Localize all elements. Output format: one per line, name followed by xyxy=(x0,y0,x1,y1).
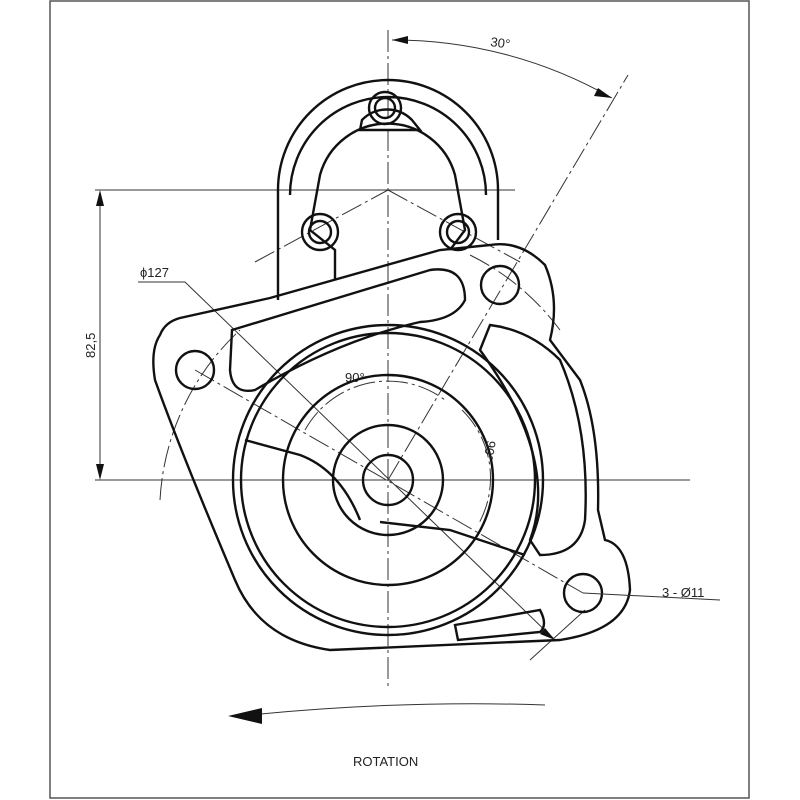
housing-inner-circle xyxy=(239,331,537,629)
holes-label: 3 - Ø11 xyxy=(662,585,704,600)
housing-outer-circle xyxy=(231,323,545,637)
flange-slot-right xyxy=(478,323,587,557)
holes-leader xyxy=(582,592,721,601)
angle-90-label-top: 90° xyxy=(345,370,365,385)
rotation-label: ROTATION xyxy=(353,754,418,769)
drawing-frame xyxy=(49,0,750,799)
flange-slot-lower xyxy=(453,608,546,642)
cut-line-left xyxy=(244,438,362,521)
arrowhead xyxy=(96,464,104,480)
bracket-centerline-left xyxy=(254,189,389,263)
nose-circle xyxy=(281,373,495,587)
angle-90-arc-right xyxy=(461,409,491,526)
bracket-outer xyxy=(276,78,500,300)
bracket-centerline-right xyxy=(387,189,521,263)
shaft-circle xyxy=(361,453,415,507)
bracket-bolts xyxy=(300,90,478,252)
angle-dimension-arc xyxy=(391,39,613,99)
pitch-diameter-label: ϕ127 xyxy=(140,265,169,280)
hub-circle xyxy=(331,423,445,537)
angle-30-label: 30° xyxy=(490,34,512,52)
pitch-diameter-leader xyxy=(138,281,556,641)
angle-90-label-right: 90° xyxy=(481,439,499,461)
pitch-circle-arc-left xyxy=(159,329,241,501)
30-degree-line xyxy=(387,74,629,481)
rotation-arrowhead xyxy=(228,708,262,724)
arrowhead xyxy=(392,36,408,44)
mounting-flange xyxy=(152,243,632,652)
height-dimension-label: 82,5 xyxy=(83,333,98,358)
angle-90-arc-top xyxy=(304,380,446,431)
extension-line xyxy=(529,609,586,661)
mounting-holes xyxy=(174,264,604,614)
arrowhead xyxy=(594,88,612,98)
rotation-arrow xyxy=(249,703,546,716)
flange-slot-upper xyxy=(228,268,467,392)
arrowhead xyxy=(540,628,555,640)
bracket-outer-inner xyxy=(288,95,488,196)
arrowhead xyxy=(96,190,104,206)
cut-line-right xyxy=(379,520,526,557)
